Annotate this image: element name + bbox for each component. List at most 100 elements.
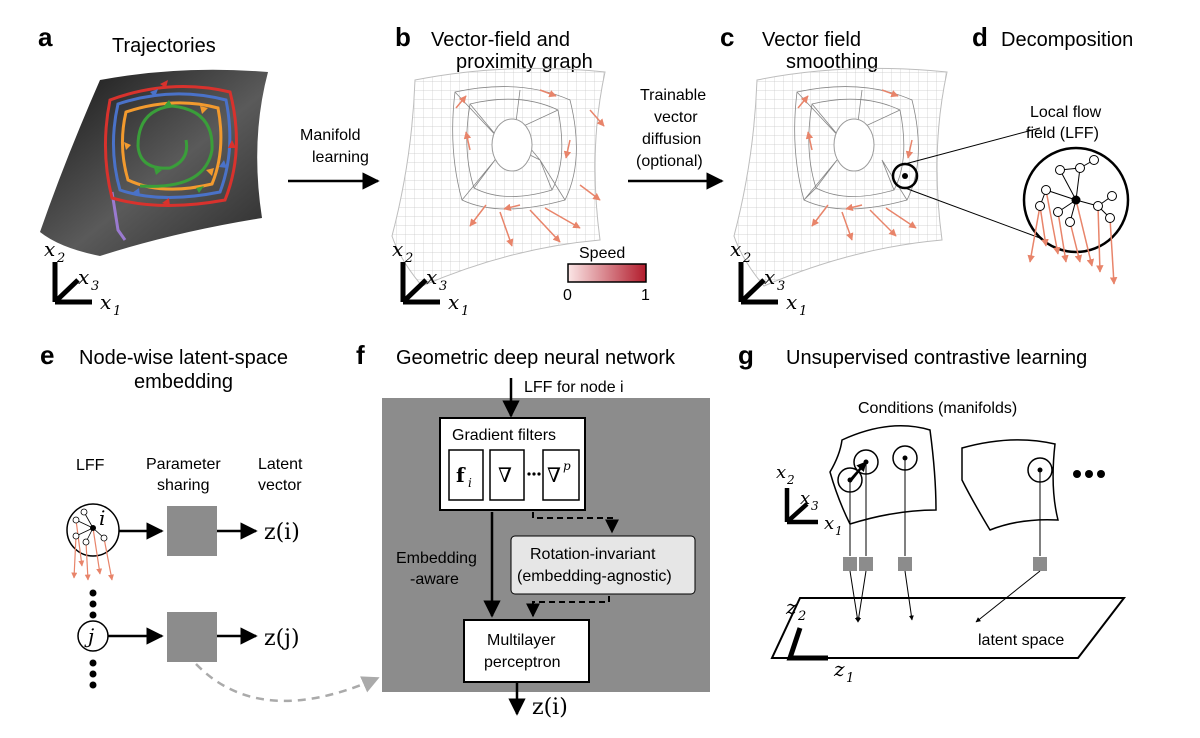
node-j-label: j [84, 624, 94, 648]
panel-letter-e: e [40, 340, 54, 370]
node-i-label: i [99, 506, 105, 530]
trajectory-purple [110, 191, 127, 241]
filter-gradp-sup: p [563, 459, 571, 473]
manifold-grid-b [391, 67, 606, 287]
axis-b-x1: x [448, 290, 459, 314]
axis-g-x2-sub: 2 [786, 473, 795, 487]
filter-f-symbol: f [456, 463, 466, 487]
lff-nodes [1035, 155, 1117, 227]
col-param-label-1: Parameter [146, 456, 221, 473]
lff-center-dot [1071, 195, 1081, 205]
axis-c-x2: x [730, 237, 741, 261]
axis-c-x3-sub: 3 [777, 279, 785, 294]
speed-gradient-bar [567, 263, 647, 283]
filter-ellipsis [527, 472, 541, 476]
axis-c-x1-sub: 1 [799, 304, 807, 319]
rotation-label-2: (embedding-agnostic) [517, 568, 672, 585]
panel-f: f Geometric deep neural network LFF for … [356, 340, 710, 720]
axis-x3-label: x [78, 265, 89, 289]
zoom-line-bottom [904, 187, 1041, 239]
conditions-label: Conditions (manifolds) [858, 400, 1017, 417]
flow-hole-c [833, 118, 875, 172]
panel-e-title-1: Node-wise latent-space [79, 347, 288, 369]
dashed-to-rotation [532, 512, 619, 534]
axes-g [784, 488, 818, 525]
latent-z-j: z(j) [264, 626, 300, 651]
axis-x2-label: x [44, 237, 55, 261]
speed-min: 0 [563, 287, 572, 304]
filter-gradp-box [542, 449, 580, 501]
dashed-to-mlp [526, 596, 610, 618]
panel-b-title-1: Vector-field and [431, 29, 570, 51]
panel-d: d Decomposition Local flow field (LFF) [972, 22, 1133, 285]
axis-c-x2-sub: 2 [742, 251, 751, 266]
diffusion-label-3: diffusion [642, 131, 701, 148]
mlp-label-1: Multilayer [487, 632, 556, 649]
panel-e: e Node-wise latent-space embedding LFF P… [40, 340, 380, 703]
panel-letter-a: a [38, 22, 53, 52]
speed-label: Speed [579, 245, 625, 262]
axis-x1-label: x [100, 290, 111, 314]
axis-b-x2: x [392, 237, 403, 261]
dashed-link-to-network [195, 663, 380, 703]
panel-a-title: Trajectories [112, 35, 216, 57]
panel-letter-b: b [395, 22, 411, 52]
network-output-z: z(i) [532, 695, 568, 720]
axis-g-x3: x [800, 488, 810, 509]
mlp-box [463, 619, 590, 683]
speed-max: 1 [641, 287, 650, 304]
condition-manifold-1 [829, 425, 937, 525]
axis-c-x3: x [764, 265, 775, 289]
panel-c: c Vector field smoothing [720, 22, 1041, 287]
axis-g-x1: x [824, 513, 834, 534]
col-lff-label: LFF [76, 457, 105, 474]
vector-arrows-b [455, 89, 605, 247]
axes-b: x 2 x 3 x 1 [392, 237, 469, 319]
zoom-line-top [904, 127, 1041, 165]
panel-letter-g: g [738, 340, 754, 370]
axis-g-x2: x [776, 462, 786, 483]
param-box-j [167, 612, 217, 662]
axis-z1-sub: 1 [846, 671, 854, 686]
encoder-to-latent-arrows [849, 570, 1041, 623]
lff-center-node [902, 173, 908, 179]
condition-manifold-2 [961, 439, 1059, 531]
flow-hole-b [491, 118, 533, 172]
latent-space-label: latent space [978, 632, 1064, 649]
latent-space-plane [770, 597, 1127, 659]
axis-b-x1-sub: 1 [461, 304, 469, 319]
lff-label-2: field (LFF) [1026, 125, 1099, 142]
col-latent-label-1: Latent [258, 456, 303, 473]
panel-b-title-2: proximity graph [456, 51, 593, 73]
panel-letter-d: d [972, 22, 988, 52]
panel-g-title: Unsupervised contrastive learning [786, 347, 1087, 369]
manifold-learning-label-2: learning [312, 149, 369, 166]
manifold-learning-arrow: Manifold learning [288, 127, 380, 190]
trajectory-green [136, 104, 214, 188]
panel-c-title-1: Vector field [762, 29, 861, 51]
lff-input-label: LFF for node i [524, 379, 624, 396]
ellipsis-dots-e2 [89, 659, 97, 689]
panel-a: a Trajectories [38, 22, 268, 256]
vector-arrows-c [797, 89, 917, 241]
diffusion-label-1: Trainable [640, 87, 706, 104]
axis-x2-sub: 2 [56, 251, 65, 266]
panel-letter-f: f [356, 340, 365, 370]
panel-g: g Unsupervised contrastive learning Cond… [738, 340, 1127, 686]
lff-vectors [1027, 189, 1118, 285]
filter-grad-symbol: ∇ [498, 463, 512, 487]
embedding-aware-label-2: -aware [410, 571, 459, 588]
rotation-invariant-box [510, 535, 696, 595]
trajectory-red [104, 85, 238, 208]
filter-f-sub: i [468, 476, 472, 490]
diffusion-label-4: (optional) [636, 153, 703, 170]
axis-z2-sub: 2 [797, 609, 806, 624]
col-latent-label-2: vector [258, 477, 302, 494]
axis-b-x2-sub: 2 [404, 251, 413, 266]
mlp-label-2: perceptron [484, 654, 561, 671]
axis-z1: z [833, 657, 845, 681]
panel-letter-c: c [720, 22, 734, 52]
vector-diffusion-arrow: Trainable vector diffusion (optional) [628, 87, 724, 190]
axis-c-x1: x [786, 290, 797, 314]
